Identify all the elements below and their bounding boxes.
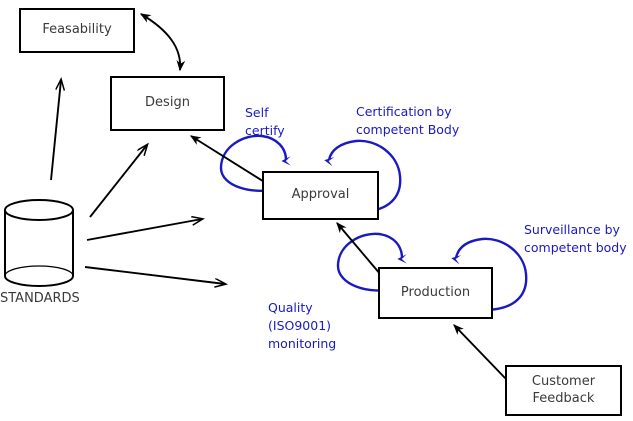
annotation-certification-by-competent-body: Certification by competent Body — [356, 104, 460, 138]
flow-arrow-feasability-design — [139, 13, 186, 72]
self-loop-production-quality — [336, 232, 407, 292]
node-customer-feedback-label: Customer Feedback — [531, 374, 596, 406]
datastore-standards-icon[interactable] — [3, 198, 75, 288]
node-production-label: Production — [400, 284, 471, 300]
node-approval-label: Approval — [291, 187, 350, 203]
self-loop-approval-self-certify — [219, 134, 291, 192]
node-design-label: Design — [145, 95, 190, 111]
node-customer-feedback[interactable]: Customer Feedback — [505, 365, 622, 416]
self-loop-production-surveillance — [451, 237, 528, 312]
self-loop-approval-certification — [324, 139, 402, 214]
flow-arrow-standards-approval — [86, 219, 202, 241]
annotation-quality-iso9001-monitoring: Quality (ISO9001) monitoring — [268, 300, 337, 352]
flow-arrow-standards-design — [89, 145, 147, 218]
flow-arrow-customer-production — [453, 324, 507, 380]
node-feasability-label: Feasability — [42, 22, 112, 38]
node-production[interactable]: Production — [378, 267, 493, 319]
flow-arrow-standards-production — [84, 266, 225, 284]
flow-arrow-production-approval — [336, 222, 387, 282]
flow-arrow-standards-up — [50, 80, 61, 181]
node-design[interactable]: Design — [110, 76, 225, 131]
datastore-standards-label: STANDARDS — [0, 291, 80, 306]
node-approval[interactable]: Approval — [262, 171, 379, 220]
annotation-self-certify: Self certify — [245, 105, 285, 139]
node-feasability[interactable]: Feasability — [19, 8, 135, 53]
annotation-surveillance-by-competent-body: Surveillance by competent body — [524, 222, 627, 256]
flow-arrow-approval-design — [189, 135, 275, 189]
